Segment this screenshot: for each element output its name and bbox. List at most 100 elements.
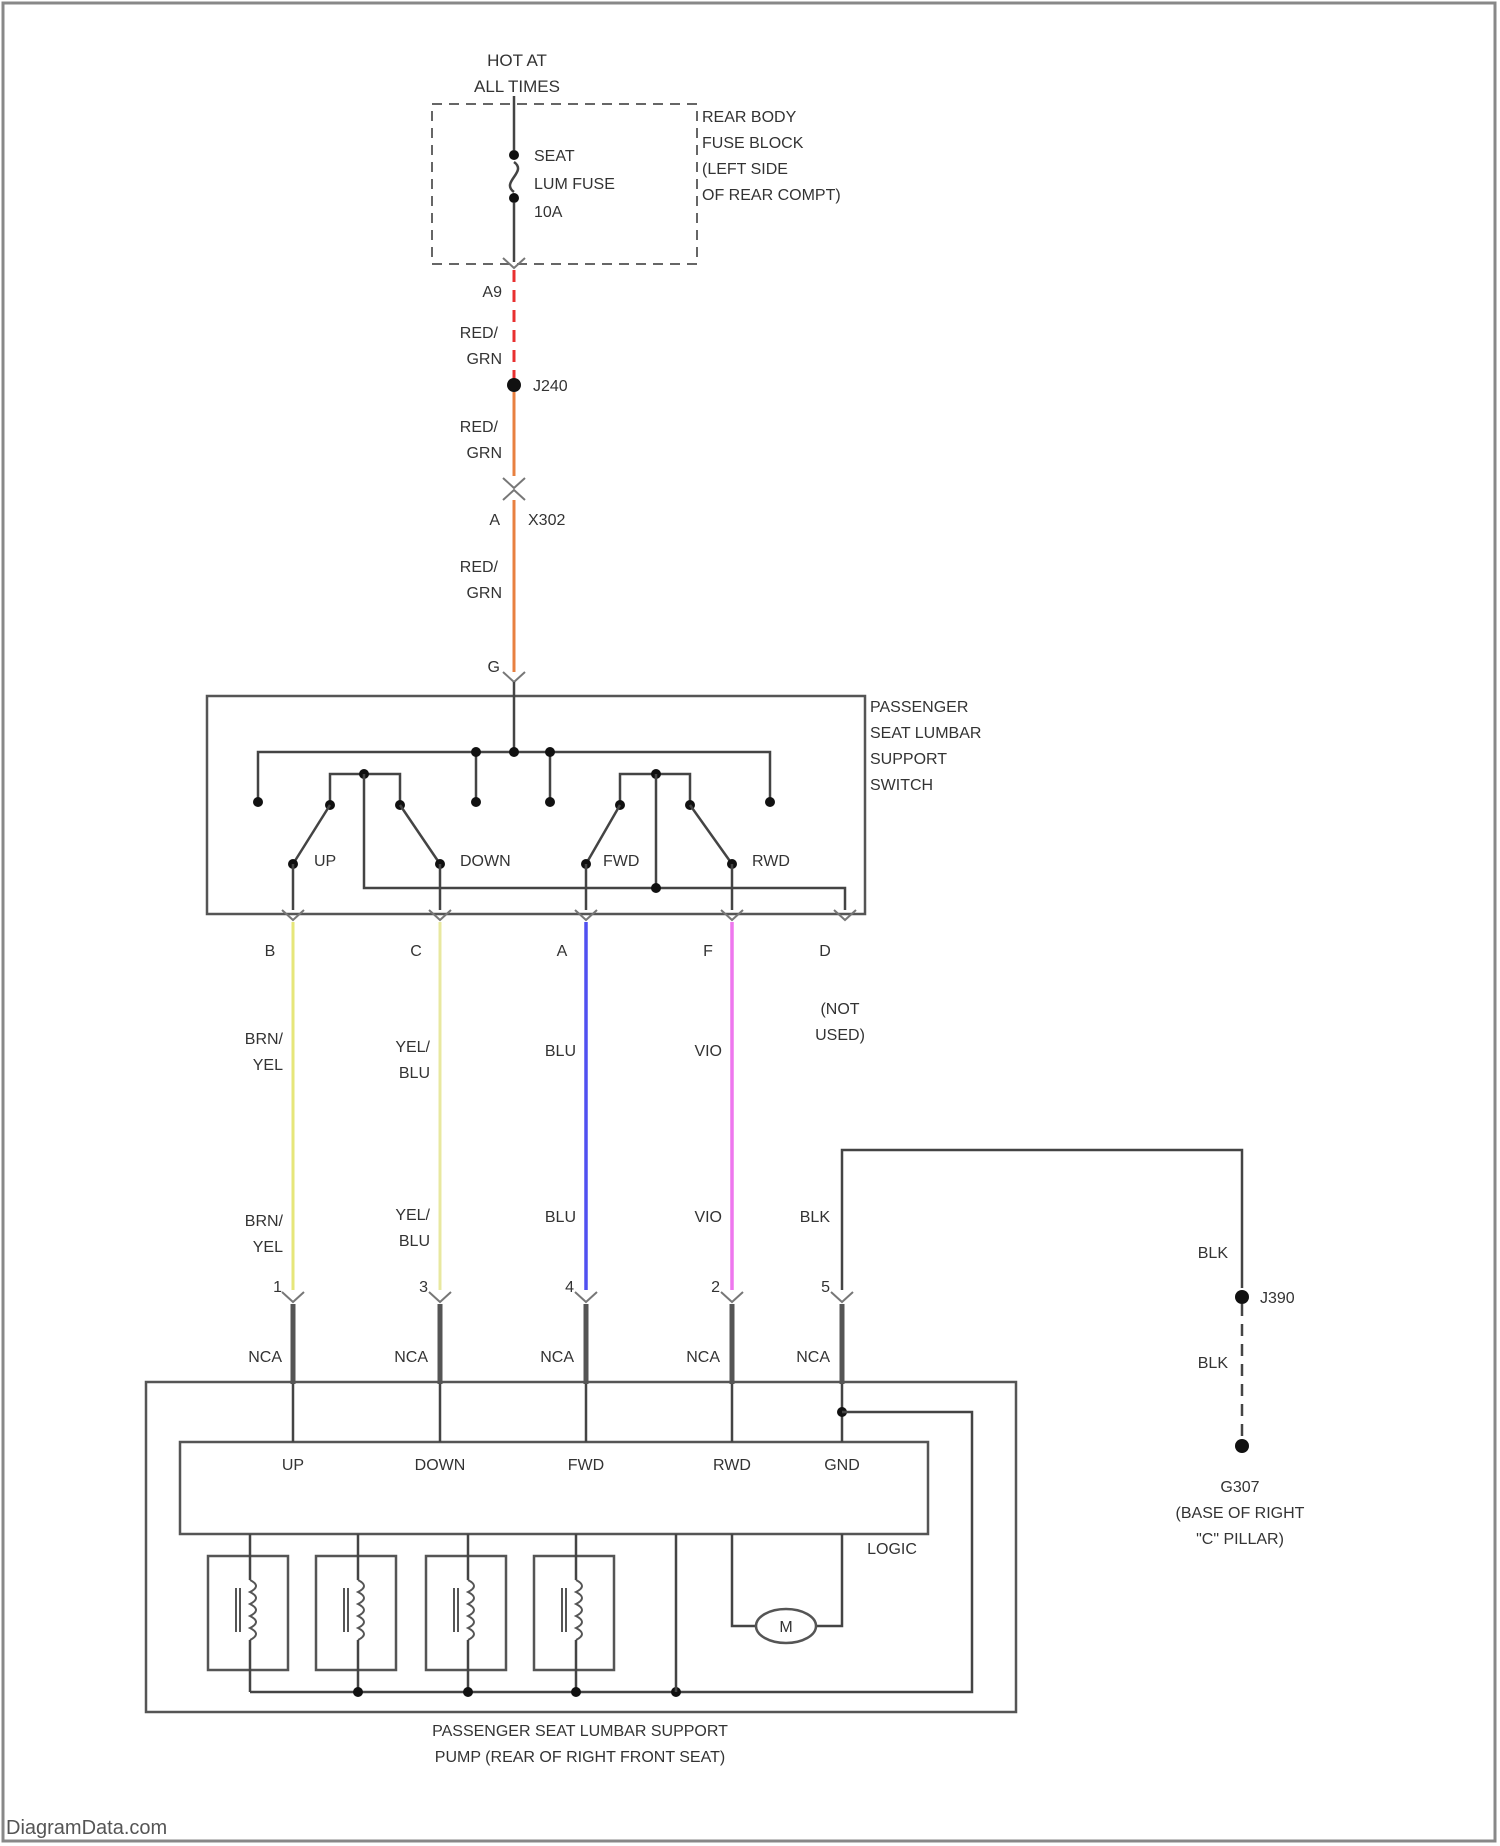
motor-icon: M bbox=[756, 1609, 816, 1643]
solenoid-2-icon bbox=[316, 1534, 396, 1692]
solenoid-3-icon bbox=[426, 1534, 506, 1692]
splice-j240-label: J240 bbox=[533, 378, 568, 395]
switch-pin-d: D bbox=[819, 943, 831, 960]
x302-connector-bottom-icon bbox=[503, 490, 525, 500]
switch-pin-c: C bbox=[410, 943, 422, 960]
ground-junction bbox=[651, 883, 661, 893]
wire4-color-lower: VIO bbox=[694, 1209, 722, 1226]
switch-pin-a: A bbox=[557, 943, 568, 960]
pump-name-2: PUMP (REAR OF RIGHT FRONT SEAT) bbox=[435, 1749, 725, 1766]
page-border bbox=[3, 3, 1495, 1841]
fuse-block-name-2: FUSE BLOCK bbox=[702, 135, 804, 152]
common-node-1 bbox=[353, 1687, 363, 1697]
fuse-name-1: SEAT bbox=[534, 148, 575, 165]
pump-pin-3: 3 bbox=[419, 1279, 428, 1296]
fuse-block-name-4: OF REAR COMPT) bbox=[702, 187, 841, 204]
contact-down-power bbox=[471, 797, 481, 807]
bus-node-2 bbox=[545, 747, 555, 757]
x302-connector-label: X302 bbox=[528, 512, 565, 529]
wire4-color-upper: VIO bbox=[694, 1043, 722, 1060]
switch-arm-rwd bbox=[690, 805, 732, 864]
nca-label-4: NCA bbox=[686, 1349, 720, 1366]
switch-name-2: SEAT LUMBAR bbox=[870, 725, 981, 742]
wire1-color-upper-2: YEL bbox=[253, 1057, 283, 1074]
nca-label-1: NCA bbox=[248, 1349, 282, 1366]
logic-input-down: DOWN bbox=[415, 1457, 466, 1474]
not-used-1: (NOT bbox=[820, 1001, 859, 1018]
pump-pin-2-connector-icon bbox=[721, 1292, 743, 1302]
solenoid-4-icon bbox=[534, 1534, 614, 1692]
common-node-3 bbox=[571, 1687, 581, 1697]
bus-node bbox=[509, 747, 519, 757]
switch-power-bus bbox=[258, 752, 770, 800]
pump-pin-4: 4 bbox=[565, 1279, 574, 1296]
x302-pin-label: A bbox=[489, 512, 500, 529]
wire1-color-lower-2: YEL bbox=[253, 1239, 283, 1256]
bus-node-1 bbox=[471, 747, 481, 757]
nca-label-5: NCA bbox=[796, 1349, 830, 1366]
solenoid-1-icon bbox=[208, 1534, 288, 1692]
fuse-block-name-3: (LEFT SIDE bbox=[702, 161, 788, 178]
hot-at-label: HOT AT bbox=[487, 51, 547, 70]
switch-down-label: DOWN bbox=[460, 853, 511, 870]
not-used-2: USED) bbox=[815, 1027, 865, 1044]
ground-location-2: "C" PILLAR) bbox=[1196, 1531, 1284, 1548]
watermark: DiagramData.com bbox=[6, 1817, 167, 1840]
wire1-color-lower-1: BRN/ bbox=[245, 1213, 284, 1230]
pump-pin-5: 5 bbox=[821, 1279, 830, 1296]
wire2-color-upper-1: YEL/ bbox=[395, 1039, 430, 1056]
wire3-color-lower: BLU bbox=[545, 1209, 576, 1226]
switch-rwd-label: RWD bbox=[752, 853, 790, 870]
logic-input-gnd: GND bbox=[824, 1457, 860, 1474]
ground-id-label: G307 bbox=[1220, 1479, 1259, 1496]
ground-location-1: (BASE OF RIGHT bbox=[1176, 1505, 1305, 1522]
ground-g307-dot bbox=[1235, 1439, 1249, 1453]
pump-pin-3-connector-icon bbox=[429, 1292, 451, 1302]
contact-fwd-power bbox=[545, 797, 555, 807]
nca-label-2: NCA bbox=[394, 1349, 428, 1366]
logic-input-rwd: RWD bbox=[713, 1457, 751, 1474]
feed-wire1-color-2: GRN bbox=[466, 351, 502, 368]
contact-rwd-power bbox=[765, 797, 775, 807]
fuse-pin-label: A9 bbox=[482, 284, 502, 301]
pump-name-1: PASSENGER SEAT LUMBAR SUPPORT bbox=[432, 1723, 728, 1740]
x302-connector-top-icon bbox=[503, 478, 525, 488]
wire2-color-lower-1: YEL/ bbox=[395, 1207, 430, 1224]
splice-j390-dot bbox=[1235, 1290, 1249, 1304]
switch-pin-f: F bbox=[703, 943, 713, 960]
switch-fwd-label: FWD bbox=[603, 853, 639, 870]
motor-return bbox=[812, 1534, 842, 1626]
motor-label: M bbox=[779, 1619, 792, 1636]
logic-module bbox=[180, 1442, 928, 1534]
logic-label: LOGIC bbox=[867, 1541, 917, 1558]
feed-wire3-color-1: RED/ bbox=[460, 559, 499, 576]
switch-up-label: UP bbox=[314, 853, 336, 870]
feed-wire2-color-2: GRN bbox=[466, 445, 502, 462]
splice-j240-dot bbox=[507, 378, 521, 392]
ground-bus-return bbox=[364, 774, 845, 910]
switch-pin-g-label: G bbox=[488, 659, 500, 676]
switch-arm-down bbox=[400, 805, 440, 864]
wire5-color: BLK bbox=[800, 1209, 831, 1226]
wire2-color-upper-2: BLU bbox=[399, 1065, 430, 1082]
fuse-block: HOT AT ALL TIMES SEAT LUM FUSE 10A REAR … bbox=[432, 51, 841, 301]
switch-pin-b: B bbox=[265, 943, 276, 960]
contact-up-power bbox=[253, 797, 263, 807]
logic-input-fwd: FWD bbox=[568, 1457, 604, 1474]
feed-wire2-color-1: RED/ bbox=[460, 419, 499, 436]
pump-pin-1: 1 bbox=[273, 1279, 282, 1296]
pump-pin-4-connector-icon bbox=[575, 1292, 597, 1302]
logic-input-up: UP bbox=[282, 1457, 304, 1474]
ground-circuit: BLK J390 BLK G307 (BASE OF RIGHT "C" PIL… bbox=[1176, 1245, 1305, 1548]
switch-name-1: PASSENGER bbox=[870, 699, 968, 716]
feed-wire3-color-2: GRN bbox=[466, 585, 502, 602]
lumbar-pump: LOGIC UP DOWN FWD RWD GND bbox=[146, 1382, 1016, 1766]
switch-pin-g-connector-icon bbox=[503, 672, 525, 682]
harness-wires: BRN/ YEL YEL/ BLU BLU VIO BRN/ YEL YEL/ … bbox=[245, 922, 1242, 1384]
ground-wire-color: BLK bbox=[1198, 1245, 1229, 1262]
pump-pin-2: 2 bbox=[711, 1279, 720, 1296]
wire-blk-ground bbox=[842, 1150, 1242, 1290]
feed-wire1-color-1: RED/ bbox=[460, 325, 499, 342]
pump-pin-5-connector-icon bbox=[831, 1292, 853, 1302]
